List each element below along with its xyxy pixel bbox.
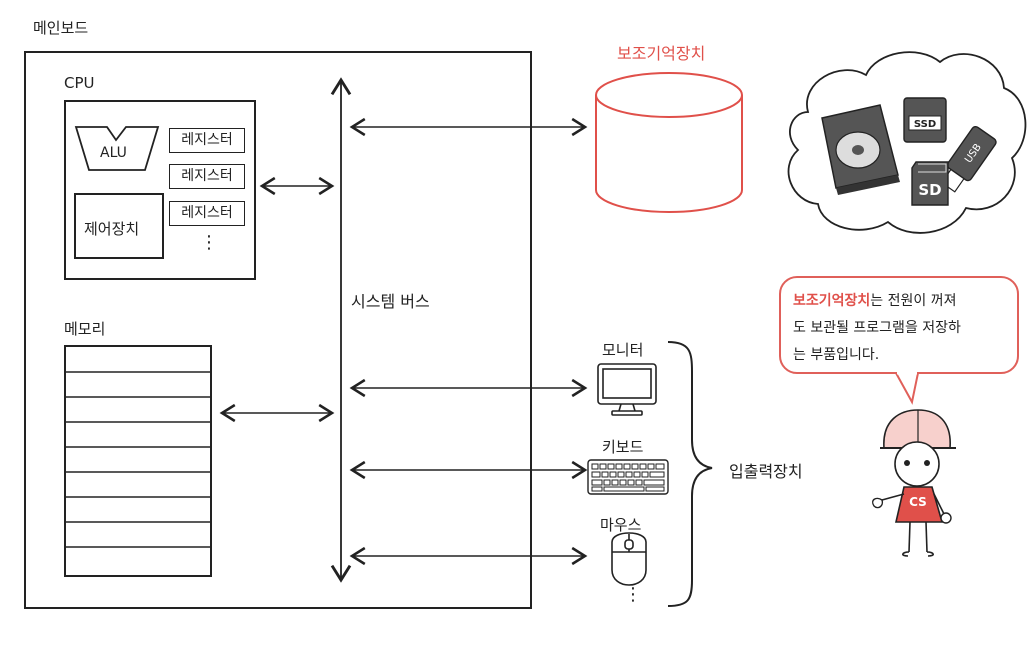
sd-icon-label: SD <box>918 181 941 199</box>
register-3: 레지스터 <box>169 201 245 226</box>
cpu-title: CPU <box>64 74 95 92</box>
keyboard-icon <box>587 459 669 495</box>
control-unit-box <box>74 193 164 259</box>
system-bus-label: 시스템 버스 <box>351 292 430 311</box>
speech-text-1: 는 전원이 꺼져 <box>870 293 957 309</box>
ssd-icon: SSD <box>903 97 947 143</box>
speech-bubble-tail <box>895 372 919 405</box>
alu-label: ALU <box>100 145 127 161</box>
speech-bubble: 보조기억장치는 전원이 꺼져 도 보관될 프로그램을 저장하 는 부품입니다. <box>779 276 1019 374</box>
storage-cylinder <box>595 72 743 213</box>
monitor-icon <box>597 363 657 416</box>
io-group-label: 입출력장치 <box>729 462 803 481</box>
sd-card-icon: SD <box>911 161 949 206</box>
speech-highlight: 보조기억장치 <box>793 293 871 309</box>
alu-shape <box>74 126 160 171</box>
mouse-label: 마우스 <box>600 516 642 534</box>
register-1: 레지스터 <box>169 128 245 153</box>
storage-title: 보조기억장치 <box>617 44 706 63</box>
io-brace <box>667 341 713 607</box>
character-mascot: CS <box>872 409 956 557</box>
speech-text-2: 도 보관될 프로그램을 저장하 <box>793 320 961 336</box>
ssd-icon-label: SSD <box>914 119 936 130</box>
memory-title: 메모리 <box>64 320 106 338</box>
speech-text-3: 는 부품입니다. <box>793 347 880 363</box>
memory-rows <box>65 371 211 548</box>
io-ellipsis: ⋮ <box>624 584 642 605</box>
character-badge: CS <box>909 495 927 509</box>
memory-box <box>64 345 212 577</box>
register-ellipsis: ⋮ <box>200 232 218 253</box>
keyboard-label: 키보드 <box>602 438 644 456</box>
hdd-icon <box>821 104 900 195</box>
mainboard-title: 메인보드 <box>33 19 89 37</box>
control-unit-label: 제어장치 <box>84 220 140 238</box>
register-2: 레지스터 <box>169 164 245 189</box>
monitor-label: 모니터 <box>602 341 644 359</box>
mouse-icon <box>611 532 647 586</box>
